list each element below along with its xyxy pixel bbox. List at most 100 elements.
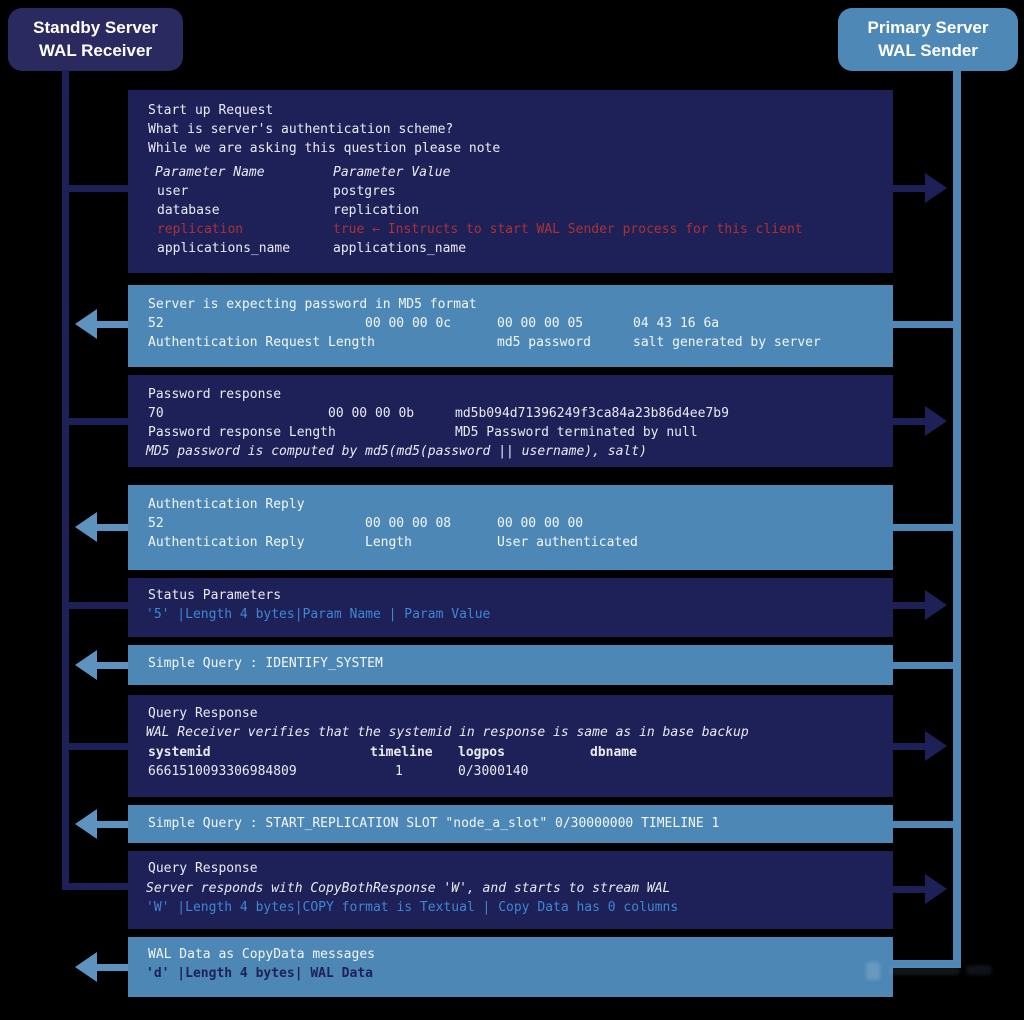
identify-response-arrowhead-right-icon: [925, 731, 947, 761]
start-replication-arrowhead-left-icon: [75, 809, 97, 839]
msg-start-replication: Simple Query : START_REPLICATION SLOT "n…: [128, 805, 893, 843]
param-row: applications_name applications_name: [128, 241, 893, 260]
msg-copy-both-response: Query Response Server responds with Copy…: [128, 851, 893, 929]
password-response-arrowhead-right-icon: [925, 406, 947, 436]
packet-format: 'd' |Length 4 bytes| WAL Data: [146, 966, 373, 981]
result-value: 0/3000140: [458, 764, 529, 779]
msg-identify-query-response: Query Response WAL Receiver verifies tha…: [128, 695, 893, 797]
msg-title: Simple Query : IDENTIFY_SYSTEM: [148, 656, 383, 671]
msg-identify-system: Simple Query : IDENTIFY_SYSTEM: [128, 645, 893, 685]
standby-title-line2: WAL Receiver: [38, 40, 153, 60]
param-name: database: [157, 203, 220, 218]
msg-text: What is server's authentication scheme?: [148, 122, 454, 137]
byte-label: salt generated by server: [633, 335, 821, 350]
byte-value: 00 00 00 0b: [328, 406, 415, 421]
msg-note: WAL Receiver verifies that the systemid …: [146, 725, 749, 740]
start-replication-in-connector: [893, 821, 957, 828]
wal-data-arrowhead-left-icon: [75, 952, 97, 982]
result-column-header: timeline: [370, 745, 433, 760]
result-column-header: logpos: [458, 745, 505, 760]
watermark-glyph: [866, 962, 880, 980]
param-value: applications_name: [333, 241, 467, 256]
md5-request-arrow-shaft: [97, 321, 128, 328]
primary-title-line2: WAL Sender: [878, 40, 978, 60]
auth-reply-arrow-shaft: [97, 524, 128, 531]
msg-password-response: Password response 70 00 00 00 0b md5b094…: [128, 375, 893, 467]
password-response-in-connector: [66, 418, 128, 425]
packet-format: 'W' |Length 4 bytes|COPY format is Textu…: [146, 900, 679, 915]
status-params-arrow-shaft: [893, 602, 925, 609]
primary-server-actor-box: Primary Server WAL Sender: [838, 8, 1018, 71]
result-column-header: systemid: [148, 745, 211, 760]
primary-title-line1: Primary Server: [867, 18, 989, 38]
byte-label: md5 password: [497, 335, 591, 350]
param-row-replication: replication true ← Instructs to start WA…: [128, 222, 893, 241]
packet-format: '5' |Length 4 bytes|Param Name | Param V…: [146, 607, 491, 622]
copy-both-arrow-shaft: [893, 886, 925, 893]
param-row: database replication: [128, 203, 893, 222]
watermark-glyph: [888, 967, 960, 975]
msg-authentication-reply: Authentication Reply 52 00 00 00 08 00 0…: [128, 485, 893, 570]
start-replication-arrow-shaft: [97, 821, 128, 828]
identify-system-arrow-shaft: [97, 662, 128, 669]
byte-value: 00 00 00 05: [497, 316, 584, 331]
byte-label: Authentication Request Length: [148, 335, 375, 350]
byte-label: Authentication Reply: [148, 535, 305, 550]
param-name: applications_name: [157, 241, 291, 256]
msg-wal-data: WAL Data as CopyData messages 'd' |Lengt…: [128, 937, 893, 997]
msg-md5-auth-request: Server is expecting password in MD5 form…: [128, 285, 893, 367]
byte-value: 70: [148, 406, 164, 421]
byte-label: MD5 Password terminated by null: [455, 425, 698, 440]
watermark-glyph: [966, 965, 992, 975]
standby-server-actor-box: Standby Server WAL Receiver: [8, 8, 183, 71]
result-value: 6661510093306984809: [148, 764, 297, 779]
startup-arrow-shaft: [893, 185, 925, 192]
msg-note: Server responds with CopyBothResponse 'W…: [146, 881, 671, 896]
status-params-in-connector: [66, 602, 128, 609]
md5-request-arrowhead-left-icon: [75, 309, 97, 339]
byte-label: Password response Length: [148, 425, 336, 440]
msg-status-parameters: Status Parameters '5' |Length 4 bytes|Pa…: [128, 578, 893, 637]
param-value: postgres: [333, 184, 396, 199]
result-column-header: dbname: [590, 745, 637, 760]
startup-arrowhead-right-icon: [925, 173, 947, 203]
copy-both-arrowhead-right-icon: [925, 874, 947, 904]
watermark-smudge: [866, 958, 996, 986]
param-value: replication: [333, 203, 420, 218]
byte-value: md5b094d71396249f3ca84a23b86d4ee7b9: [455, 406, 729, 421]
primary-lifeline-elbow: [893, 960, 961, 968]
byte-value: 52: [148, 316, 164, 331]
byte-label: Length: [365, 535, 412, 550]
auth-reply-arrowhead-left-icon: [75, 512, 97, 542]
param-name-header: Parameter Name: [155, 165, 265, 180]
identify-response-in-connector: [66, 743, 128, 750]
msg-title: Status Parameters: [148, 588, 282, 603]
msg-title: Query Response: [148, 861, 258, 876]
msg-title: Password response: [148, 387, 282, 402]
msg-text: While we are asking this question please…: [148, 141, 501, 156]
byte-value: 52: [148, 516, 164, 531]
msg-title: Simple Query : START_REPLICATION SLOT "n…: [148, 816, 720, 831]
param-value: true ← Instructs to start WAL Sender pro…: [333, 222, 803, 237]
msg-title: Start up Request: [148, 103, 274, 118]
param-name: replication: [157, 222, 244, 237]
primary-lifeline: [953, 70, 961, 968]
identify-system-in-connector: [893, 662, 957, 669]
param-row: user postgres: [128, 184, 893, 203]
auth-reply-in-connector: [893, 524, 957, 531]
param-value-header: Parameter Value: [333, 165, 451, 180]
msg-title: Server is expecting password in MD5 form…: [148, 297, 477, 312]
md5-request-in-connector: [893, 321, 957, 328]
result-value: 1: [395, 764, 403, 779]
param-name: user: [157, 184, 189, 199]
msg-title: Authentication Reply: [148, 497, 305, 512]
msg-startup-request: Start up Request What is server's authen…: [128, 90, 893, 273]
byte-value: 00 00 00 00: [497, 516, 584, 531]
startup-in-connector: [66, 185, 128, 192]
standby-lifeline-elbow: [62, 883, 128, 890]
byte-value: 00 00 00 08: [365, 516, 452, 531]
password-response-arrow-shaft: [893, 418, 925, 425]
standby-lifeline: [62, 70, 69, 890]
msg-title: Query Response: [148, 706, 258, 721]
